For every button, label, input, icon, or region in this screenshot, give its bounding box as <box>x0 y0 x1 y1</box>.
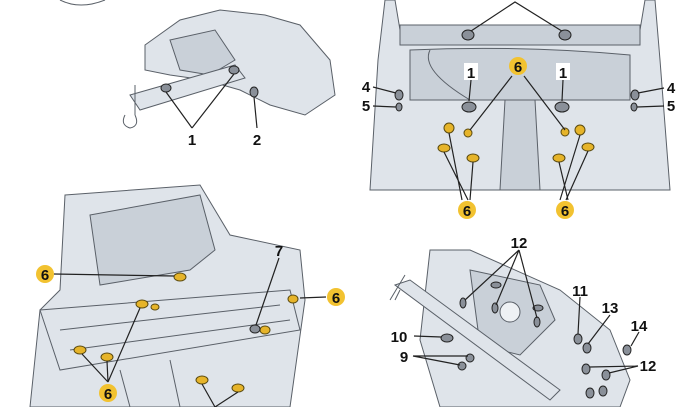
callout-6: 6 <box>561 203 569 220</box>
callout-7: 7 <box>275 243 283 260</box>
view-rear-wheelhouse: 12 11 13 14 10 9 12 <box>389 235 657 407</box>
side-member <box>393 279 561 401</box>
callout-6: 6 <box>514 59 522 76</box>
plug <box>249 324 261 334</box>
yellow-plugs <box>73 272 299 393</box>
partial-outline <box>59 0 106 6</box>
inner-panel <box>169 29 236 76</box>
leader-lines <box>412 249 640 374</box>
callout-6: 6 <box>104 386 112 403</box>
badge <box>36 265 54 283</box>
plug <box>394 89 404 101</box>
badge <box>99 384 117 402</box>
callout-13: 13 <box>602 300 619 317</box>
label-bg <box>464 63 478 80</box>
callout-5: 5 <box>362 98 370 115</box>
cross-member <box>399 24 641 46</box>
plug <box>630 89 640 101</box>
badge <box>458 201 476 219</box>
tunnel <box>499 99 541 191</box>
callout-6: 6 <box>41 267 49 284</box>
callout-4: 4 <box>362 79 371 96</box>
plug <box>228 65 240 75</box>
callout-2: 2 <box>253 132 261 149</box>
callout-1: 1 <box>467 65 475 82</box>
strut-mount <box>499 301 521 323</box>
plug <box>461 29 475 41</box>
callout-10: 10 <box>391 329 408 346</box>
plug <box>630 102 638 112</box>
plug <box>461 101 477 113</box>
plug <box>395 102 403 112</box>
cable <box>428 49 471 101</box>
callout-9: 9 <box>400 349 408 366</box>
plug <box>249 86 259 98</box>
callout-1: 1 <box>188 132 196 149</box>
wheel-arch <box>89 194 216 286</box>
leader-lines <box>467 1 566 34</box>
plug <box>554 101 570 113</box>
plug <box>558 29 572 41</box>
callout-6: 6 <box>463 203 471 220</box>
callout-11: 11 <box>572 283 588 300</box>
callout-14: 14 <box>631 318 648 335</box>
callout-6: 6 <box>332 290 340 307</box>
callout-12: 12 <box>511 235 528 252</box>
callout-4: 4 <box>667 80 676 97</box>
callout-5: 5 <box>667 98 675 115</box>
badge <box>556 201 574 219</box>
callout-12: 12 <box>640 358 657 375</box>
tow-hook <box>122 85 138 129</box>
label-bg <box>556 63 570 80</box>
view-luggage-floor: 6 7 6 6 <box>29 184 345 407</box>
callout-1: 1 <box>559 65 567 82</box>
floor-ribs <box>59 304 291 407</box>
badge <box>327 288 345 306</box>
leader-lines <box>372 75 665 201</box>
leader-lines <box>165 73 258 129</box>
member-end <box>389 274 406 301</box>
leader-lines <box>53 257 327 407</box>
plug <box>160 83 172 93</box>
side-member <box>129 64 246 111</box>
view-front-side-member: 1 2 <box>59 0 336 149</box>
badge <box>509 57 527 75</box>
view-underbody-rear: 4 5 1 6 1 4 5 6 6 <box>362 0 676 220</box>
